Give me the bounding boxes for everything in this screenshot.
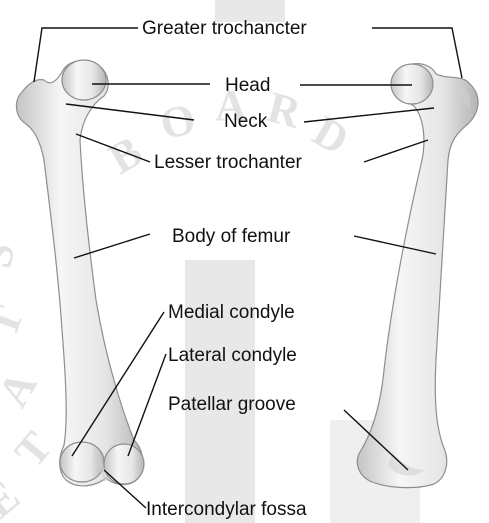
label-intercondylar-fossa: Intercondylar fossa <box>146 499 307 520</box>
left-lateral-condyle-shape <box>104 444 144 484</box>
label-lateral-condyle: Lateral condyle <box>168 345 297 366</box>
leader-lateral-condyle <box>128 354 166 456</box>
watermark-letter: S <box>0 239 24 272</box>
label-greater-trochanter: Greater trochancter <box>142 18 307 39</box>
watermark-letter: E <box>0 471 29 523</box>
label-patellar-groove: Patellar groove <box>168 394 296 415</box>
label-neck: Neck <box>224 111 268 132</box>
label-head: Head <box>225 75 270 96</box>
watermark-letter: A <box>0 363 47 415</box>
watermark-bar-left <box>185 260 255 523</box>
watermark-letter: T <box>0 299 33 343</box>
watermark-letter: T <box>5 422 61 476</box>
right-femur-bone <box>357 64 478 488</box>
label-lesser-trochanter: Lesser trochanter <box>154 152 303 173</box>
right-femur <box>357 64 478 488</box>
label-body-of-femur: Body of femur <box>172 226 291 247</box>
left-femur-head <box>62 60 106 100</box>
watermark-letter: B <box>101 127 151 184</box>
left-femur <box>16 60 144 486</box>
watermark-letter: D <box>305 106 357 164</box>
leader-lesser-trochanter-right <box>364 140 428 162</box>
left-femur-bone <box>16 61 142 486</box>
right-femur-head <box>391 64 433 104</box>
label-medial-condyle: Medial condyle <box>168 302 295 323</box>
watermark-letter: O <box>155 93 201 149</box>
